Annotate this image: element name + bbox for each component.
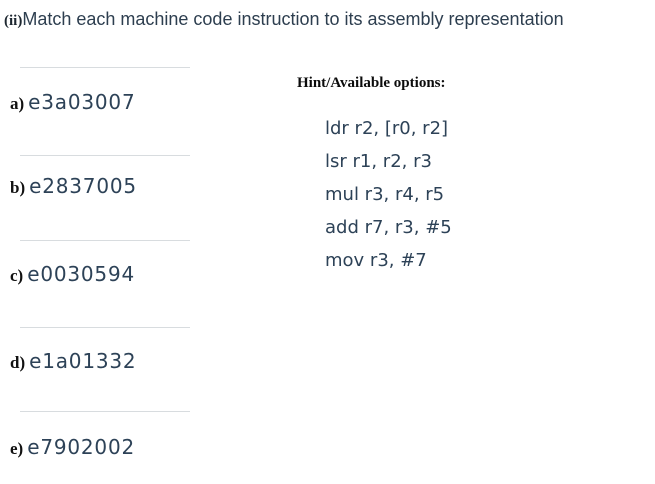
question-item-e: e)e7902002 — [10, 434, 135, 463]
hint-heading: Hint/Available options: — [297, 75, 446, 91]
item-label: b) — [10, 178, 26, 197]
assembly-option: mov r3, #7 — [325, 250, 427, 271]
question-title: (ii)Match each machine code instruction … — [4, 6, 564, 34]
question-numeral: (ii) — [4, 13, 23, 29]
machine-code-value: e7902002 — [27, 435, 135, 459]
machine-code-value: e1a01332 — [29, 349, 137, 373]
assembly-option: lsr r1, r2, r3 — [325, 151, 432, 172]
divider — [20, 67, 190, 68]
machine-code-value: e2837005 — [29, 174, 137, 198]
item-label: c) — [10, 266, 24, 285]
assembly-option: ldr r2, [r0, r2] — [325, 118, 449, 139]
divider — [20, 155, 190, 156]
divider — [20, 240, 190, 241]
assembly-option: add r7, r3, #5 — [325, 217, 452, 238]
machine-code-value: e3a03007 — [28, 90, 136, 114]
item-label: e) — [10, 439, 24, 458]
question-title-text: Match each machine code instruction to i… — [22, 9, 564, 29]
hint-options-list: ldr r2, [r0, r2] lsr r1, r2, r3 mul r3, … — [325, 112, 452, 277]
item-label: a) — [10, 94, 25, 113]
question-item-b: b)e2837005 — [10, 173, 137, 202]
question-item-c: c)e0030594 — [10, 261, 135, 290]
divider — [20, 411, 190, 412]
item-label: d) — [10, 353, 26, 372]
divider — [20, 327, 190, 328]
question-item-d: d)e1a01332 — [10, 348, 136, 377]
question-item-a: a)e3a03007 — [10, 89, 135, 118]
assembly-option: mul r3, r4, r5 — [325, 184, 445, 205]
machine-code-value: e0030594 — [27, 262, 135, 286]
